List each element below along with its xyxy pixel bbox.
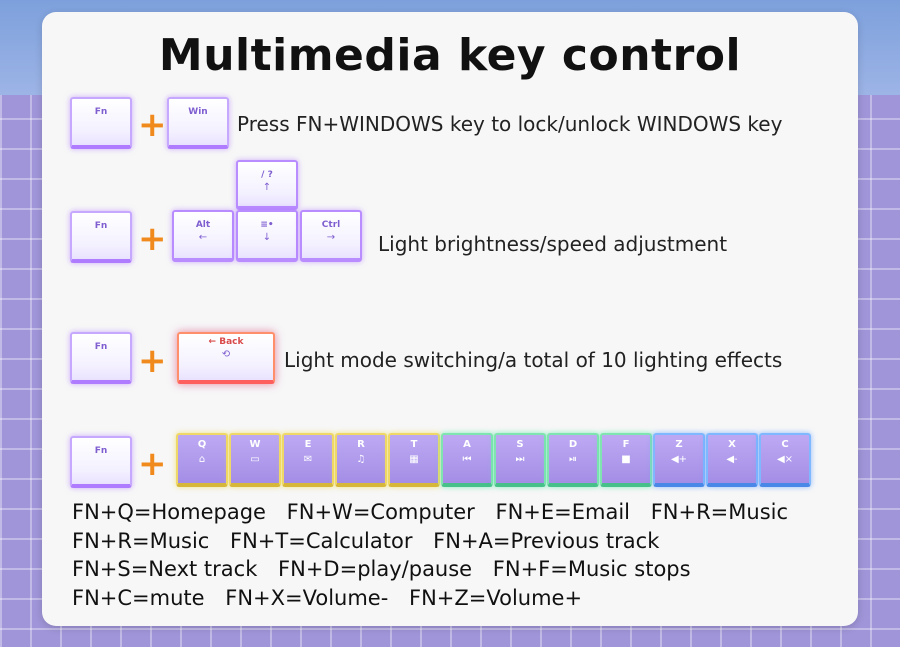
- left-arrow-icon: ←: [198, 232, 208, 243]
- plus-sign: +: [138, 105, 167, 145]
- legend-item: FN+D=play/pause: [278, 557, 473, 581]
- menu-key-label: ≡•: [260, 220, 274, 230]
- q-key-label: Q: [197, 439, 207, 450]
- legend-item: FN+R=Music: [650, 500, 789, 524]
- s-key-label: S: [516, 439, 524, 450]
- fn-key: Fn: [70, 211, 132, 263]
- a-key: A ⏮: [441, 433, 493, 487]
- fn-key-label: Fn: [94, 221, 108, 231]
- legend-item: FN+F=Music stops: [492, 557, 691, 581]
- shortcut-legend: FN+Q=Homepage FN+W=Computer FN+E=Email F…: [72, 498, 852, 612]
- d-key-label: D: [568, 439, 578, 450]
- legend-item: FN+C=mute: [72, 585, 205, 610]
- fn-key: Fn: [70, 332, 132, 384]
- legend-item: FN+W=Computer: [286, 500, 475, 524]
- row2-description: Light brightness/speed adjustment: [378, 232, 728, 256]
- legend-item: FN+R=Music: [72, 528, 210, 553]
- slash-up-key: / ? ↑: [236, 160, 298, 210]
- a-key-label: A: [463, 439, 471, 450]
- email-icon: ✉: [303, 454, 313, 465]
- up-arrow-icon: ↑: [262, 182, 272, 193]
- slash-key-label: / ?: [261, 170, 273, 180]
- e-key: E ✉: [282, 433, 334, 487]
- c-key: C ◀×: [759, 433, 811, 487]
- z-key-label: Z: [675, 439, 683, 450]
- fn-key-label: Fn: [94, 446, 108, 456]
- calculator-icon: ▦: [409, 454, 419, 465]
- s-key: S ⏭: [494, 433, 546, 487]
- backspace-key-label: ← Back: [208, 337, 244, 347]
- legend-item: FN+Q=Homepage: [72, 500, 266, 524]
- volume-down-icon: ◀-: [726, 454, 738, 465]
- page-title: Multimedia key control: [158, 30, 742, 81]
- music-icon: ♫: [356, 454, 366, 465]
- r-key-label: R: [357, 439, 365, 450]
- down-arrow-icon: ↓: [262, 232, 272, 243]
- legend-item: FN+E=Email: [495, 500, 631, 524]
- w-key: W ▭: [229, 433, 281, 487]
- plus-sign: +: [138, 219, 167, 259]
- next-track-icon: ⏭: [515, 454, 525, 465]
- ctrl-key-label: Ctrl: [321, 220, 341, 230]
- legend-item: FN+S=Next track: [72, 557, 258, 581]
- fn-key: Fn: [70, 436, 132, 488]
- plus-sign: +: [138, 444, 167, 484]
- plus-sign: +: [138, 341, 167, 381]
- legend-row: FN+C=mute FN+X=Volume- FN+Z=Volume+: [72, 584, 852, 613]
- z-key: Z ◀+: [653, 433, 705, 487]
- x-key: X ◀-: [706, 433, 758, 487]
- backspace-key: ← Back ⟲: [177, 332, 275, 384]
- win-key-label: Win: [188, 107, 208, 117]
- row3-description: Light mode switching/a total of 10 light…: [284, 348, 783, 372]
- refresh-icon: ⟲: [221, 349, 231, 360]
- legend-item: FN+Z=Volume+: [409, 585, 583, 610]
- previous-track-icon: ⏮: [462, 454, 472, 465]
- alt-left-key: Alt ←: [172, 210, 234, 262]
- d-key: D ⏯: [547, 433, 599, 487]
- play-pause-icon: ⏯: [569, 454, 577, 465]
- c-key-label: C: [781, 439, 789, 450]
- row1-description: Press FN+WINDOWS key to lock/unlock WIND…: [237, 112, 783, 136]
- menu-down-key: ≡• ↓: [236, 210, 298, 262]
- volume-up-icon: ◀+: [670, 454, 688, 465]
- legend-item: FN+T=Calculator: [230, 528, 413, 553]
- fn-key: Fn: [70, 97, 132, 149]
- legend-item: FN+X=Volume-: [225, 585, 389, 610]
- t-key: T ▦: [388, 433, 440, 487]
- f-key: F ■: [600, 433, 652, 487]
- f-key-label: F: [622, 439, 630, 450]
- fn-key-label: Fn: [94, 107, 108, 117]
- stop-icon: ■: [621, 454, 631, 465]
- ctrl-right-key: Ctrl →: [300, 210, 362, 262]
- alt-key-label: Alt: [195, 220, 211, 230]
- q-key: Q ⌂: [176, 433, 228, 487]
- right-arrow-icon: →: [326, 232, 336, 243]
- x-key-label: X: [728, 439, 736, 450]
- legend-row: FN+R=Music FN+T=Calculator FN+A=Previous…: [72, 527, 852, 556]
- t-key-label: T: [410, 439, 418, 450]
- computer-icon: ▭: [250, 454, 260, 465]
- win-key: Win: [167, 97, 229, 149]
- r-key: R ♫: [335, 433, 387, 487]
- w-key-label: W: [249, 439, 261, 450]
- legend-row: FN+Q=Homepage FN+W=Computer FN+E=Email F…: [72, 498, 852, 527]
- legend-row: FN+S=Next track FN+D=play/pause FN+F=Mus…: [72, 555, 852, 584]
- legend-item: FN+A=Previous track: [433, 528, 660, 553]
- home-icon: ⌂: [198, 454, 206, 465]
- e-key-label: E: [304, 439, 312, 450]
- fn-key-label: Fn: [94, 342, 108, 352]
- mute-icon: ◀×: [776, 454, 794, 465]
